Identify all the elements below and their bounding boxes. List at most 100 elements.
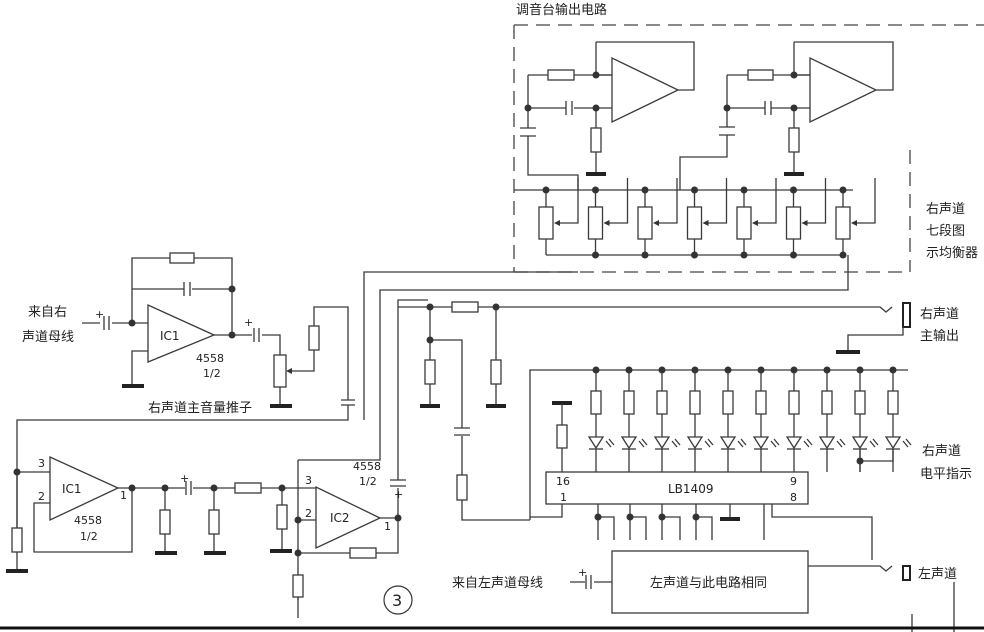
led-resistor: [590, 390, 602, 415]
main-out-line2: 主输出: [920, 328, 959, 344]
coupling-capacitor: [585, 575, 592, 589]
master-fader-potentiometer: [273, 354, 287, 388]
coupling-capacitor: [103, 316, 110, 330]
led-icon: [653, 436, 671, 450]
led-icon: [785, 436, 803, 450]
ic1-bottom-name: IC1: [62, 482, 82, 496]
feedback-wire: [596, 41, 695, 91]
svg-text:+: +: [95, 308, 104, 321]
resistor: [169, 252, 195, 264]
input-right-line1: 来自右: [28, 305, 67, 320]
eq-potentiometer: [736, 206, 752, 240]
main-out-line1: 右声道: [920, 307, 959, 322]
resistor: [11, 527, 23, 553]
eq-potentiometer: [538, 206, 554, 240]
mixer-output-section: [513, 24, 984, 273]
led-resistor: [854, 390, 866, 415]
led-resistor: [689, 390, 701, 415]
resistor: [788, 127, 800, 153]
resistor: [308, 325, 320, 351]
left-channel-label: 左声道: [918, 567, 957, 582]
electrolytic-capacitor: [341, 399, 355, 406]
led-icon: [851, 436, 869, 450]
svg-text:3: 3: [38, 457, 45, 470]
pin-16: 16: [556, 475, 570, 488]
ic2-name: IC2: [330, 511, 350, 525]
resistor: [547, 69, 575, 81]
svg-text:2: 2: [305, 507, 312, 520]
ic1-bottom-fraction: 1/2: [80, 530, 98, 543]
led-resistor: [722, 390, 734, 415]
main-output-jack: [902, 302, 911, 328]
ic2-fraction: 1/2: [359, 475, 377, 488]
resistor: [590, 127, 602, 153]
capacitor: [520, 127, 536, 137]
left-same-block-label: 左声道与此电路相同: [650, 575, 767, 591]
led-chain: [587, 366, 912, 472]
resistor: [208, 509, 220, 535]
coupling-capacitor: [253, 328, 260, 342]
led-icon: [587, 436, 605, 450]
led-resistor: [821, 390, 833, 415]
opamp-ic2: [315, 485, 382, 550]
figure-number-circle: [383, 585, 413, 615]
left-channel-block: [611, 550, 809, 614]
led-resistor: [755, 390, 767, 415]
coupling-capacitor: [185, 481, 192, 495]
resistor: [292, 574, 304, 598]
svg-text:2: 2: [38, 490, 45, 503]
resistor: [556, 424, 568, 449]
ic1-bottom-part: 4558: [74, 514, 102, 527]
eq-potentiometer: [587, 206, 604, 240]
svg-text:+: +: [180, 472, 189, 485]
eq-potentiometer: [835, 206, 851, 240]
svg-text:1: 1: [384, 520, 391, 533]
ic2-part: 4558: [353, 460, 381, 473]
capacitor: [719, 126, 735, 136]
pin-1: 1: [560, 491, 567, 504]
ic1-top-fraction: 1/2: [203, 367, 221, 380]
level-indicator-section: [529, 366, 912, 560]
eq-title-line1: 右声道: [926, 202, 965, 217]
svg-text:3: 3: [305, 474, 312, 487]
eq-potentiometer: [785, 206, 802, 240]
output-capacitor: [390, 479, 406, 487]
opamp-symbol: [809, 56, 878, 124]
pin-8: 8: [790, 491, 797, 504]
resistor: [234, 482, 262, 494]
resistor: [490, 359, 502, 385]
filter-stage-2: [679, 41, 894, 190]
capacitor: [183, 282, 191, 296]
lb1409-label: LB1409: [668, 482, 713, 496]
input-left-label: 来自左声道母线: [452, 576, 543, 591]
eq-title-line3: 示均衡器: [926, 246, 978, 261]
led-icon: [719, 436, 737, 450]
led-resistor: [623, 390, 635, 415]
figure-number: 3: [392, 591, 402, 610]
electrolytic-capacitor: [454, 427, 470, 436]
resistor: [747, 69, 774, 81]
opamp-ic1-bottom: [49, 455, 120, 522]
ic1-top-part: 4558: [196, 352, 224, 365]
left-output-jack: [902, 565, 911, 581]
master-fader-label: 右声道主音量推子: [148, 400, 252, 416]
resistor: [276, 504, 288, 530]
led-icon: [818, 436, 836, 450]
led-icon: [686, 436, 704, 450]
eq-title-line2: 七段图: [926, 224, 965, 239]
resistor: [159, 509, 171, 535]
equalizer-potentiometers: [514, 178, 876, 259]
ic2-stage: [270, 255, 849, 618]
resistor: [424, 359, 436, 385]
svg-text:1: 1: [120, 489, 127, 502]
led-icon: [884, 436, 902, 450]
opamp-ic1-top: [147, 303, 216, 363]
eq-potentiometer: [686, 206, 703, 240]
resistor: [349, 547, 377, 559]
level-ind-line2: 电平指示: [920, 467, 972, 482]
filter-stage-1: [520, 41, 695, 190]
led-resistor: [656, 390, 668, 415]
pin-9: 9: [790, 475, 797, 488]
svg-text:+: +: [578, 566, 587, 579]
